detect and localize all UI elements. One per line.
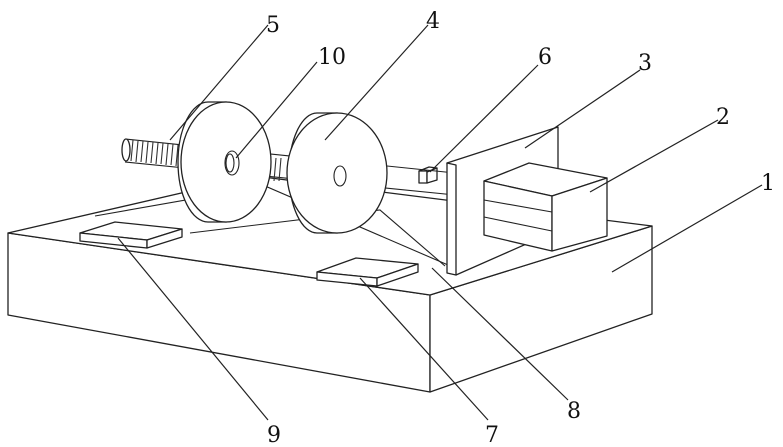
callout-3: 3 bbox=[638, 51, 652, 76]
callout-7: 7 bbox=[485, 423, 499, 447]
leader-2 bbox=[590, 120, 718, 192]
callout-1: 1 bbox=[761, 171, 775, 196]
callout-6: 6 bbox=[538, 45, 552, 70]
callout-10: 10 bbox=[318, 45, 346, 70]
callout-9: 9 bbox=[267, 423, 281, 447]
leader-3 bbox=[525, 70, 640, 148]
callout-4: 4 bbox=[426, 9, 440, 34]
callout-2: 2 bbox=[716, 105, 730, 130]
wheel-right bbox=[287, 113, 387, 233]
motor-box bbox=[484, 163, 607, 251]
callout-5: 5 bbox=[266, 13, 280, 38]
leader-4 bbox=[325, 25, 428, 140]
wheel-left bbox=[178, 102, 271, 222]
callout-8: 8 bbox=[567, 399, 581, 424]
